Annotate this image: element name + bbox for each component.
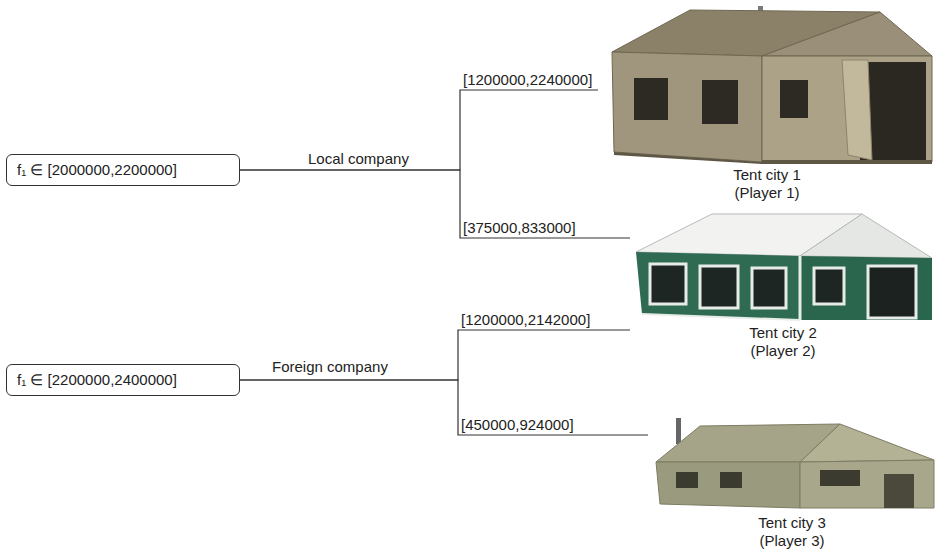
tent-label: (Player 3) [648,532,936,550]
tent-city: Tent city 2(Player 2) [630,206,936,366]
tent-label: Tent city 2 [630,324,936,342]
company-label: Foreign company [272,358,388,376]
text-holder: f₁ ∈ [2200000,2400000] [17,371,229,389]
range-label: f₁ ∈ [2000000,2200000] [17,161,229,179]
company-label: Local company [308,150,409,168]
range-label: f₁ ∈ [2200000,2400000] [17,371,229,389]
branch-line [240,330,630,380]
branch-line [240,170,630,238]
tent-city: Tent city 1(Player 1) [598,4,936,210]
range-box: f₁ ∈ [2200000,2400000] [6,364,240,396]
branch-line [240,380,648,435]
text-holder: Tent city 2(Player 2) [630,324,936,360]
tent-picture [656,418,934,508]
tent-label: Tent city 3 [648,514,936,532]
text-holder: Tent city 1(Player 1) [598,166,936,202]
tent-label: (Player 2) [630,342,936,360]
tent-picture [636,214,932,320]
tent-city: Tent city 3(Player 3) [648,414,936,552]
text-holder: f₁ ∈ [2000000,2200000] [17,161,229,179]
tent-picture [612,6,932,164]
interval-label: [1200000,2142000] [461,311,590,329]
text-holder: Tent city 3(Player 3) [648,514,936,550]
tent-label: (Player 1) [598,184,936,202]
tent-label: Tent city 1 [598,166,936,184]
range-box: f₁ ∈ [2000000,2200000] [6,154,240,186]
branch-line [240,90,598,170]
interval-label: [1200000,2240000] [463,71,592,89]
interval-label: [375000,833000] [463,219,576,237]
interval-label: [450000,924000] [461,416,574,434]
